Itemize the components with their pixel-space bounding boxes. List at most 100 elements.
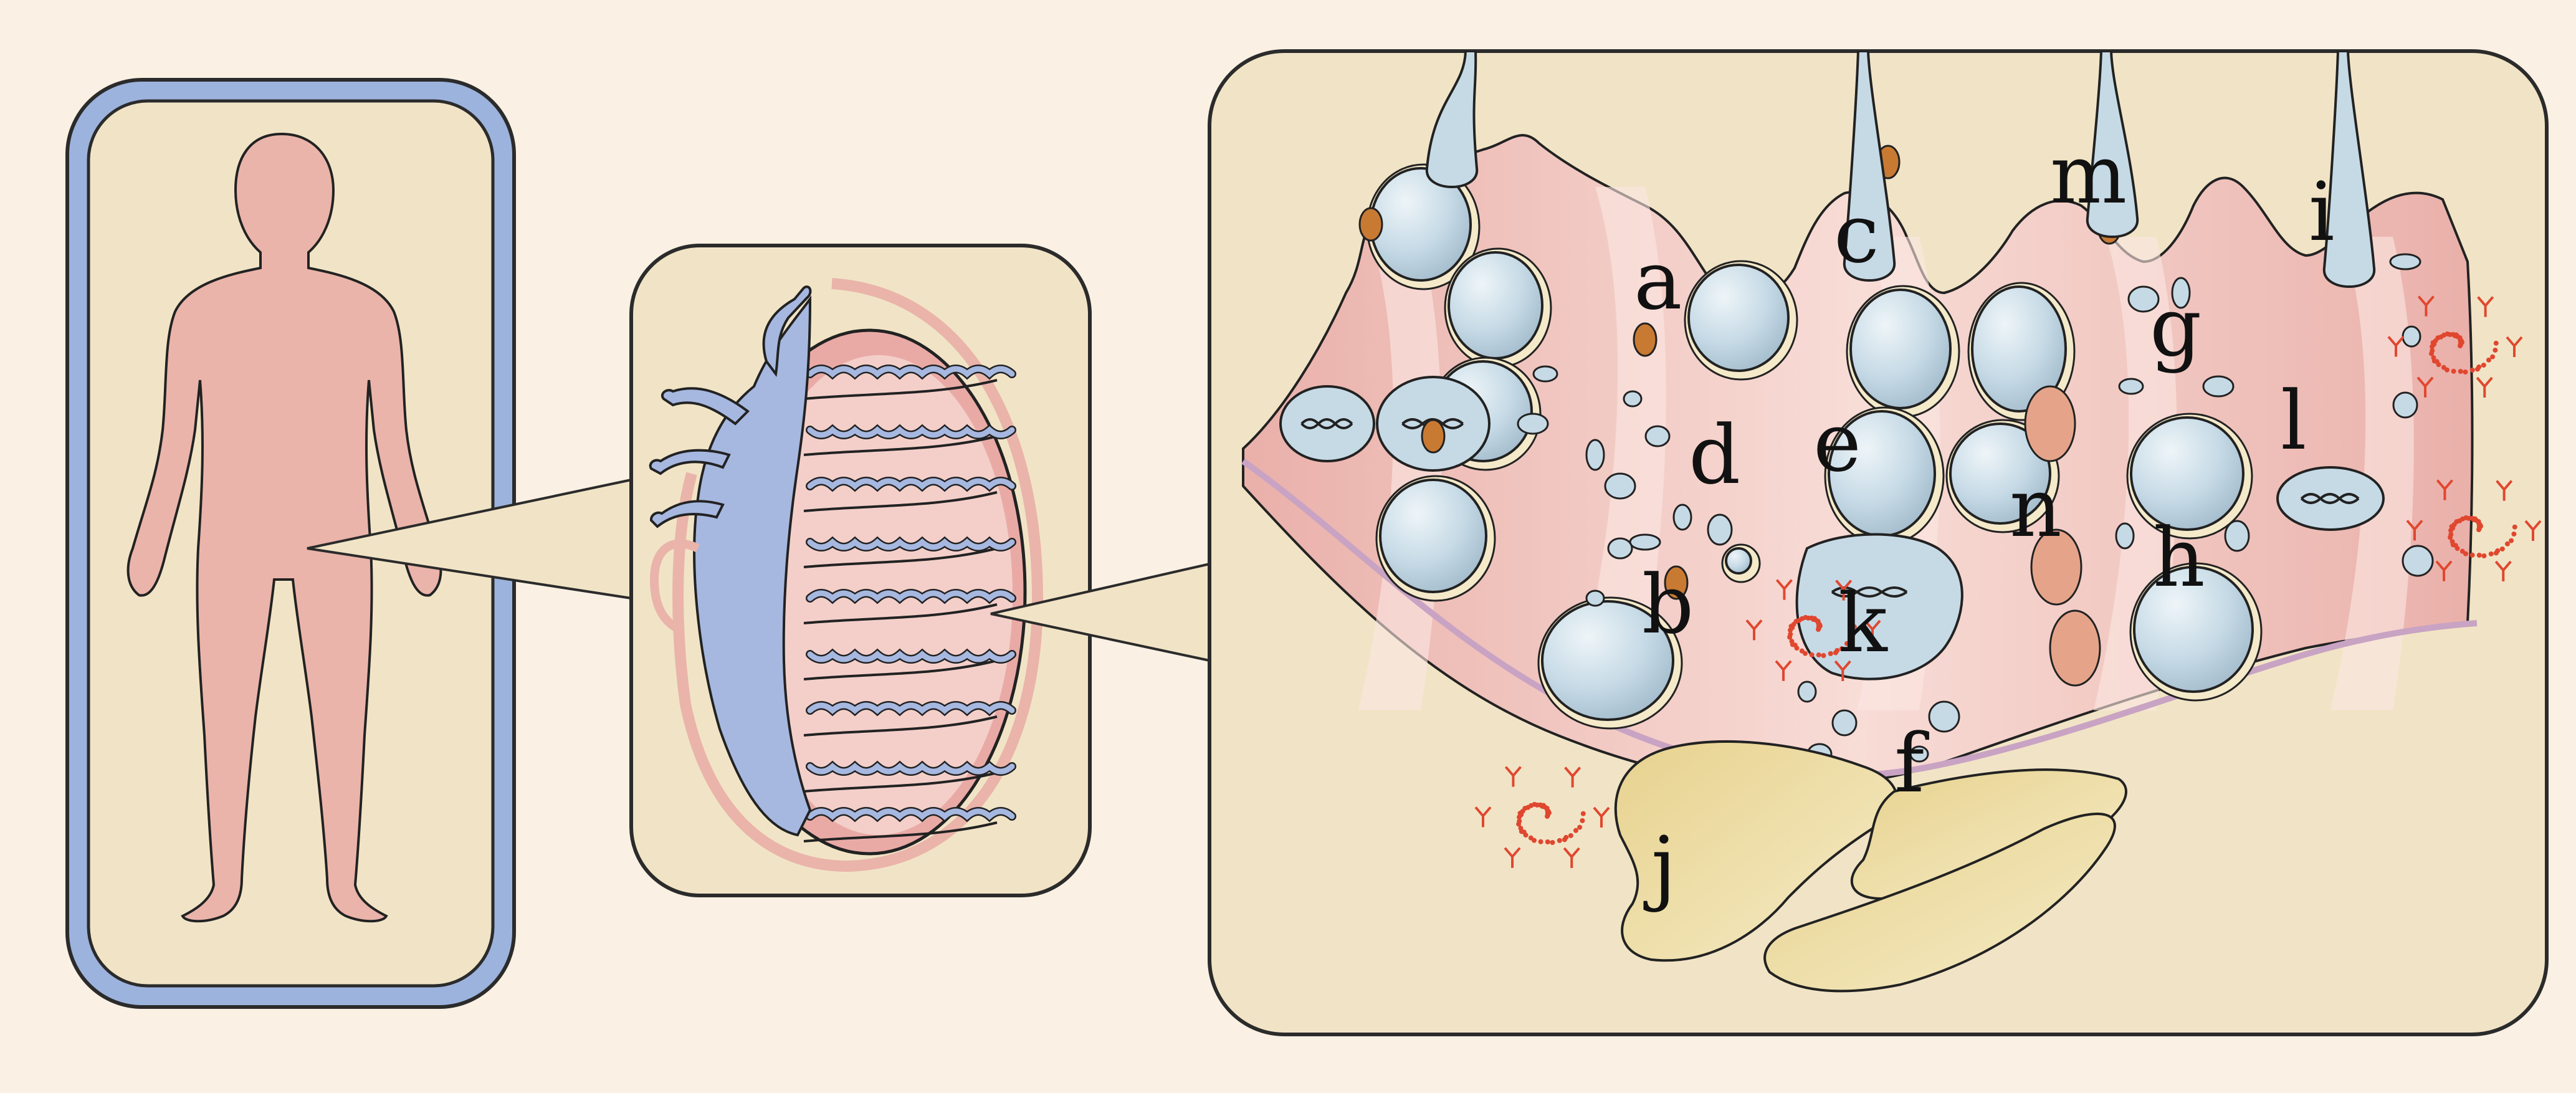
antibody-y-icon xyxy=(2496,480,2513,501)
antibody-dot xyxy=(1528,835,1534,841)
vesicle xyxy=(2171,277,2191,309)
vesicle xyxy=(1831,709,1858,737)
label-m: m xyxy=(2050,127,2127,222)
label-n: n xyxy=(2010,461,2062,555)
antibody-dot xyxy=(1792,642,1798,648)
label-l: l xyxy=(2281,373,2307,468)
label-f: f xyxy=(1894,716,1929,811)
vesicle xyxy=(1585,439,1605,471)
antibody-dot xyxy=(2512,524,2517,530)
antibody-dot xyxy=(1811,617,1816,623)
antibody-dot xyxy=(2499,546,2505,551)
germ-cell-icon xyxy=(2130,416,2244,531)
epithelium-band xyxy=(2330,237,2414,710)
antibody-dot xyxy=(2450,525,2456,531)
vesicle xyxy=(2389,253,2421,270)
vesicle xyxy=(2127,285,2160,313)
antibody-dot xyxy=(2476,364,2482,370)
antibody-y-icon xyxy=(1835,580,1853,601)
antibody-dot xyxy=(1851,631,1856,636)
vesicle xyxy=(2224,520,2250,552)
antibody-dot xyxy=(1518,826,1524,831)
antibody-dot xyxy=(2453,333,2458,339)
antibody-dot xyxy=(2434,359,2440,365)
antibody-dot xyxy=(1834,647,1840,653)
antibody-y-icon xyxy=(2406,520,2423,541)
germ-cell-icon xyxy=(1541,600,1674,721)
antibody-dot xyxy=(1789,639,1795,644)
diagram-labels: a b c d e f g h i j k l m n xyxy=(1634,127,2335,914)
vesicle xyxy=(2392,391,2418,419)
antibody-dot xyxy=(2431,341,2437,347)
germ-cell-icon xyxy=(1725,547,1752,575)
germ-cell-icon xyxy=(1949,422,2051,525)
antibody-y-icon xyxy=(2435,560,2453,581)
antibody-dot xyxy=(1790,625,1795,631)
antibody-dot xyxy=(1525,804,1531,810)
vesicle xyxy=(2118,378,2144,395)
lobule-septum xyxy=(803,491,998,512)
tubule-loop xyxy=(807,426,1015,438)
vesicle xyxy=(2402,545,2434,577)
spermatogonium xyxy=(1279,385,1375,462)
antibody-dot xyxy=(1573,828,1578,833)
antibody-dot xyxy=(2451,368,2456,374)
germ-cell-icon xyxy=(1687,264,1790,372)
tubule-loop xyxy=(807,808,1015,821)
antibody-dot xyxy=(2458,369,2463,375)
vesicle xyxy=(2115,522,2135,550)
vesicle xyxy=(2402,325,2421,348)
vesicle xyxy=(1672,504,1692,531)
antibody-dot xyxy=(1788,631,1793,637)
antibody-dot xyxy=(2504,541,2510,546)
antibody-dot xyxy=(1805,615,1811,621)
antibody-dot xyxy=(2509,538,2514,543)
residual-body xyxy=(2049,609,2101,687)
spermatogonium xyxy=(2276,466,2385,531)
antibody-cluster xyxy=(1474,766,1610,869)
residual-bodies xyxy=(2024,385,2101,687)
antibody-y-icon xyxy=(1474,806,1492,828)
vesicle xyxy=(1532,365,1558,383)
spermatid-tail xyxy=(2086,51,2139,238)
antibody-y-icon xyxy=(1593,806,1610,828)
antibody-dot xyxy=(2466,515,2471,521)
antibody-dot xyxy=(2441,365,2446,370)
antibody-dot xyxy=(1809,652,1815,657)
antibody-dot xyxy=(1540,804,1545,809)
spermatid-tail xyxy=(1843,51,1896,282)
antibody-y-icon xyxy=(1775,660,1792,681)
antibody-y-icon xyxy=(1564,766,1581,788)
primary-spermatocyte xyxy=(1795,533,1963,680)
antibody-dot xyxy=(1848,637,1854,643)
antibody-dot xyxy=(1580,818,1585,823)
vesicle xyxy=(1607,537,1633,560)
tubule-loop xyxy=(807,590,1015,603)
residual-body xyxy=(2024,385,2076,462)
tubule-loop xyxy=(807,538,1015,550)
antibody-y-icon xyxy=(2506,336,2523,357)
vesicle xyxy=(1604,472,1636,500)
germ-cell-icon xyxy=(1379,479,1487,593)
antibody-y-icon xyxy=(2476,376,2493,398)
vesicle xyxy=(1909,745,1929,763)
lobule-septum xyxy=(803,715,998,737)
germ-cell-icon xyxy=(1971,285,2067,413)
antibody-y-icon xyxy=(2416,376,2434,398)
antibody-cluster xyxy=(2387,295,2523,398)
organelle xyxy=(1358,207,1383,242)
antibody-dot xyxy=(2463,369,2468,375)
lobule-septum xyxy=(803,821,998,842)
vesicle xyxy=(1928,700,1960,733)
antibody-dot xyxy=(1557,838,1562,843)
antibody-dot xyxy=(2476,523,2482,529)
organelle xyxy=(1633,322,1658,357)
antibody-dot xyxy=(1580,811,1586,816)
antibody-dot xyxy=(1545,810,1550,816)
antibody-y-icon xyxy=(2477,296,2494,317)
antibody-dot xyxy=(2469,552,2475,558)
lobule-septum xyxy=(803,659,998,680)
antibody-dot xyxy=(2457,518,2463,523)
